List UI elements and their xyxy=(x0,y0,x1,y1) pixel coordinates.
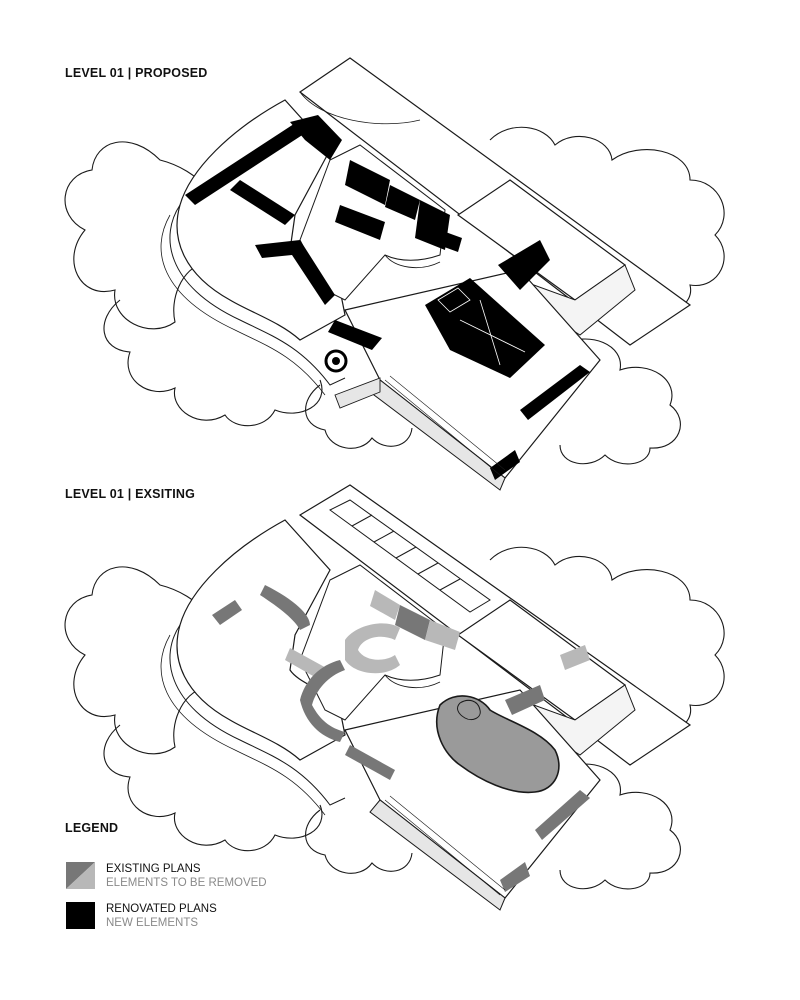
proposed-house xyxy=(160,57,692,491)
renovated-new-swatch xyxy=(66,902,95,929)
legend-renovated-sublabel: NEW ELEMENTS xyxy=(106,917,199,929)
existing-house xyxy=(160,484,692,911)
legend-item-existing: EXISTING PLANS ELEMENTS TO BE REMOVED xyxy=(66,862,267,890)
proposed-round-feature-center xyxy=(332,357,340,365)
proposed-plan-drawing xyxy=(64,57,725,491)
legend-existing-label: EXISTING PLANS xyxy=(106,863,201,875)
legend-item-renovated: RENOVATED PLANS NEW ELEMENTS xyxy=(66,902,217,930)
proposed-railing-hatch xyxy=(384,375,506,476)
existing-railing-hatch xyxy=(384,795,506,896)
proposed-plan-title: LEVEL 01 | PROPOSED xyxy=(65,66,208,80)
existing-tree-canopy xyxy=(64,546,725,890)
existing-carport-bays xyxy=(329,499,491,613)
proposed-new-elements xyxy=(185,115,590,480)
existing-plan-title: LEVEL 01 | EXSITING xyxy=(65,487,196,501)
proposed-pool-linework xyxy=(437,287,526,366)
legend-renovated-label: RENOVATED PLANS xyxy=(106,903,217,915)
existing-removed-elements xyxy=(212,585,590,892)
existing-pool xyxy=(435,695,560,794)
legend-title: LEGEND xyxy=(65,821,119,835)
existing-spa xyxy=(457,699,481,721)
existing-removed-swatch xyxy=(66,862,95,889)
legend-existing-sublabel: ELEMENTS TO BE REMOVED xyxy=(106,877,267,889)
